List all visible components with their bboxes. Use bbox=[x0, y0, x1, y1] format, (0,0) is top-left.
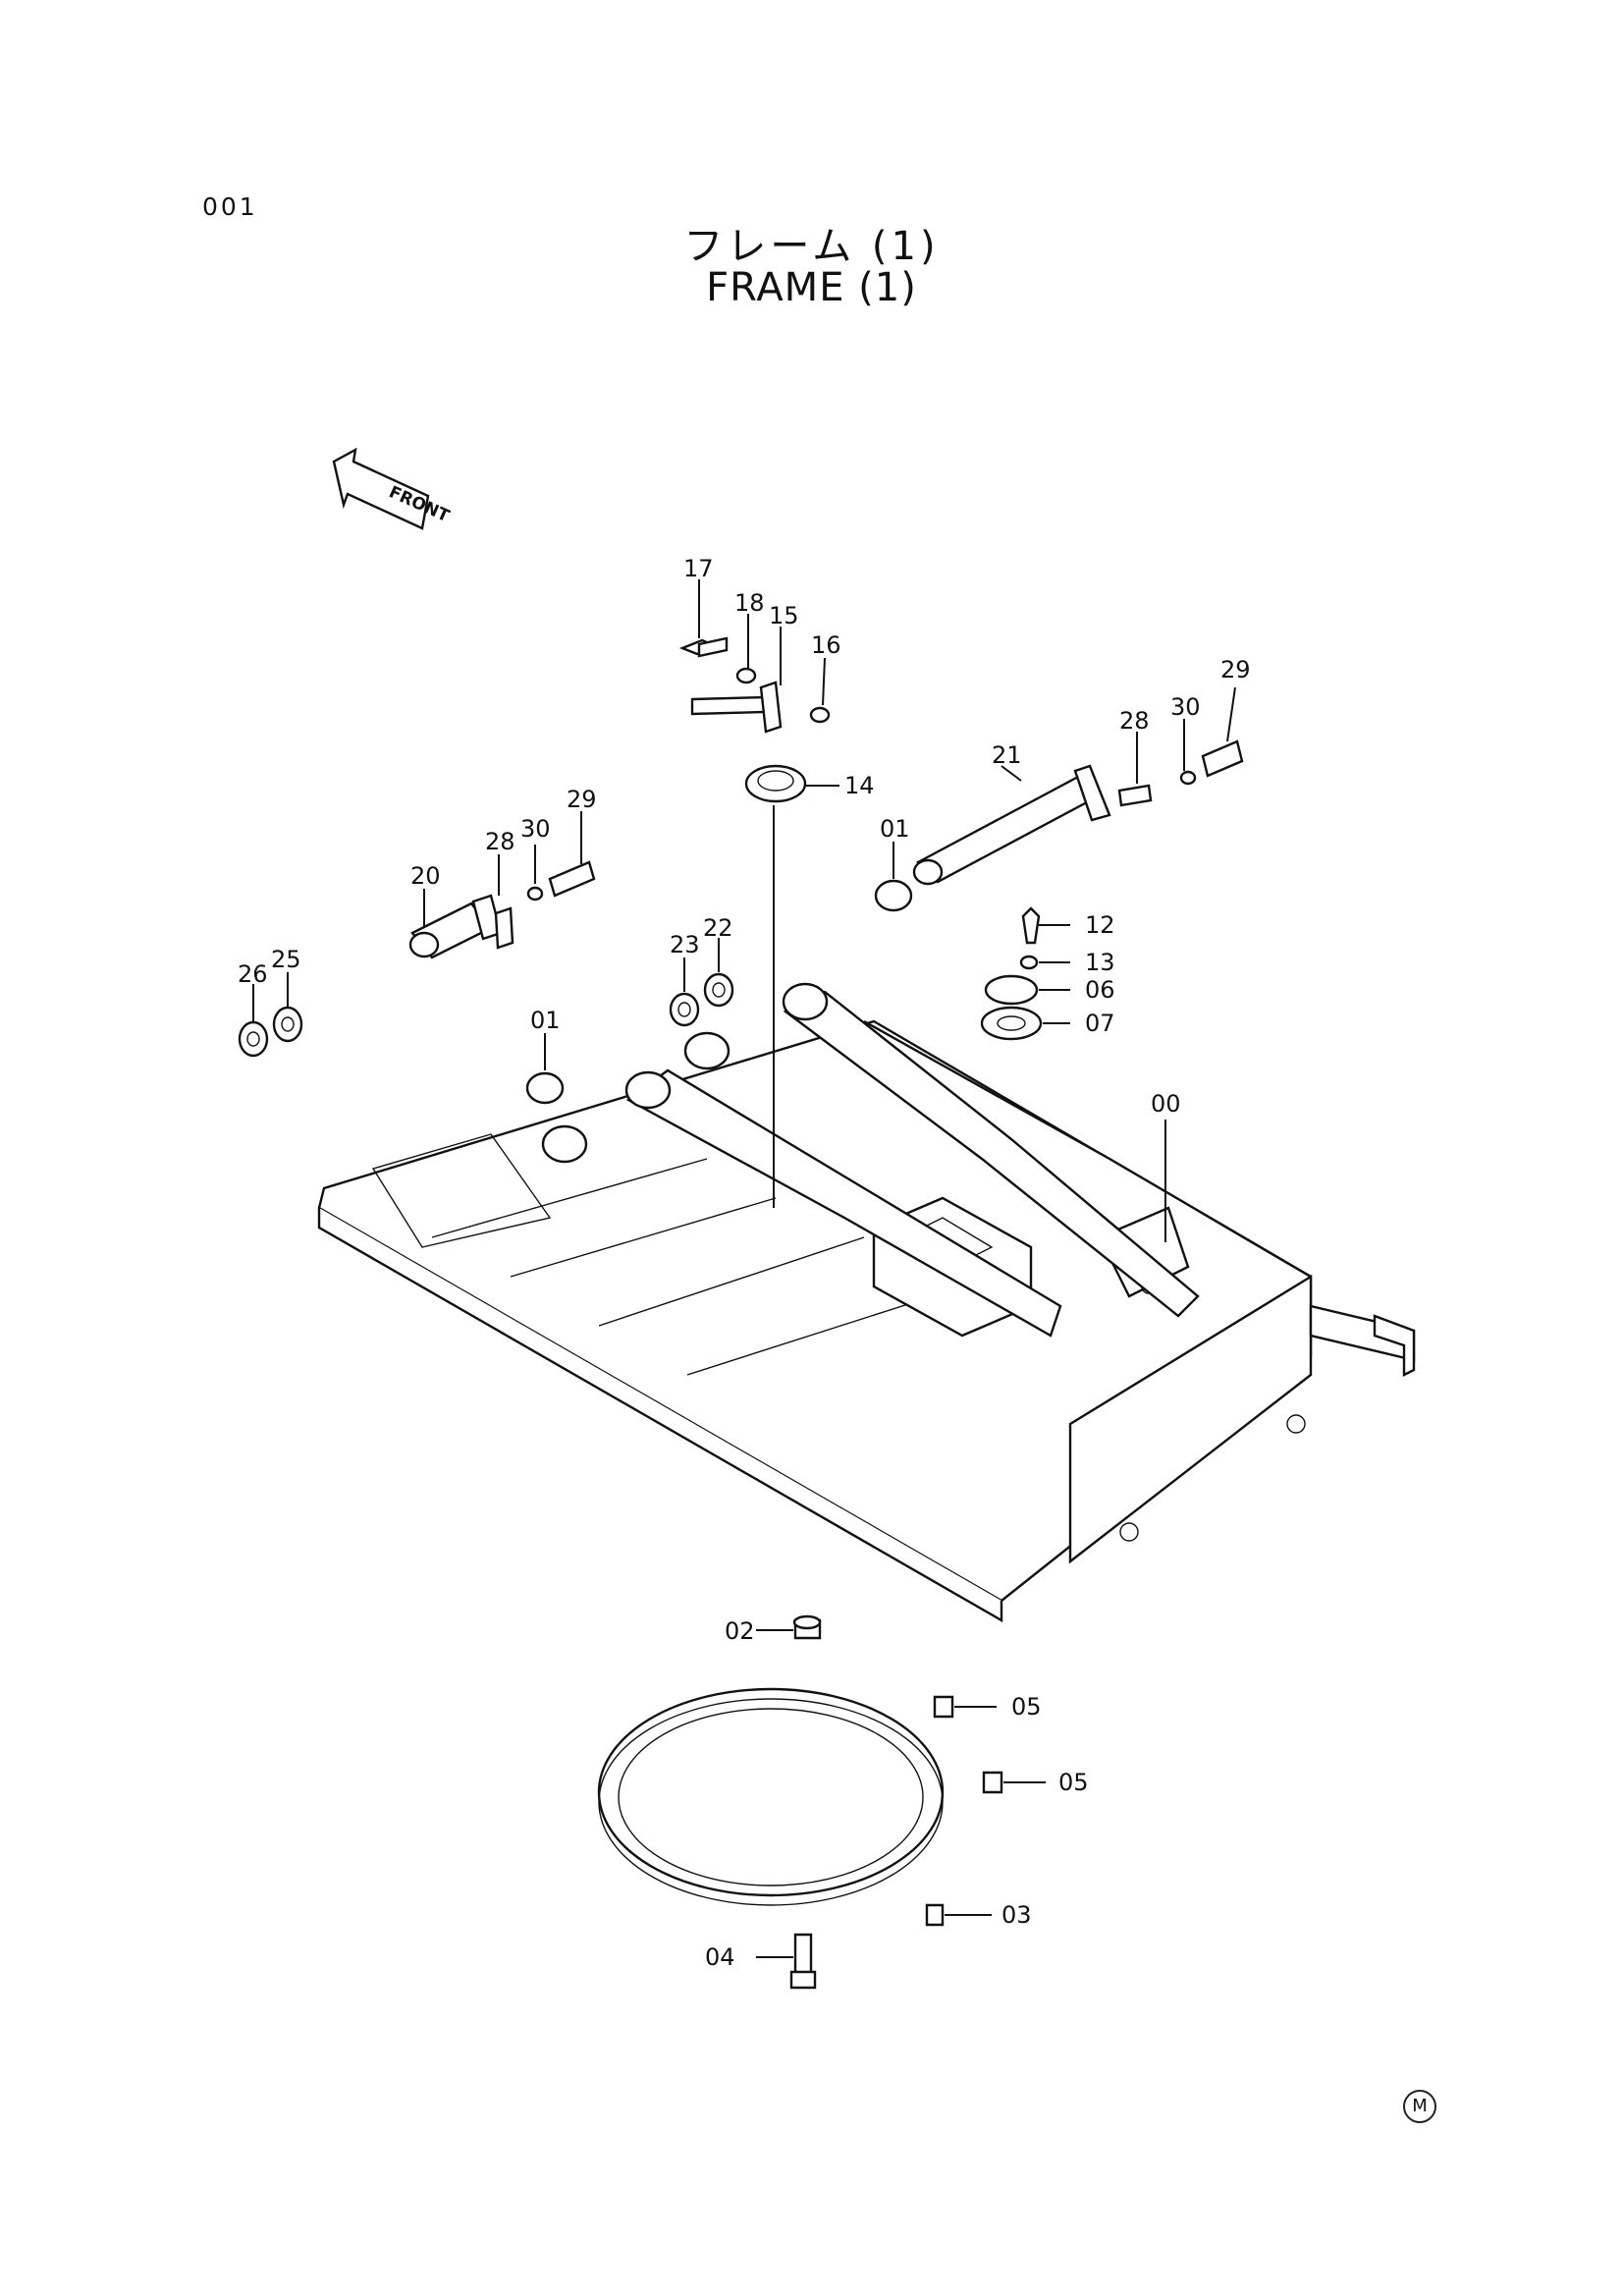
callout-18: 18 bbox=[734, 589, 765, 617]
callout-01-right: 01 bbox=[880, 815, 910, 843]
upper-hardware-cluster bbox=[678, 636, 831, 1208]
callout-29-left: 29 bbox=[567, 786, 597, 813]
page-code: 001 bbox=[202, 192, 258, 221]
callout-28-left: 28 bbox=[485, 828, 515, 855]
title-english: FRAME (1) bbox=[706, 265, 917, 310]
title-japanese: フレーム (1) bbox=[683, 224, 940, 269]
callout-20: 20 bbox=[410, 862, 441, 890]
callout-06: 06 bbox=[1085, 976, 1115, 1004]
callout-15: 15 bbox=[769, 602, 799, 629]
front-arrow-icon: FRONT bbox=[332, 447, 453, 530]
callout-25: 25 bbox=[271, 946, 301, 973]
callout-00: 00 bbox=[1151, 1090, 1181, 1118]
pin-21-assembly bbox=[874, 739, 1244, 912]
boom-brackets bbox=[541, 982, 1200, 1338]
corner-mark: M bbox=[1403, 2090, 1436, 2123]
callout-28-right: 28 bbox=[1119, 707, 1150, 735]
callout-04: 04 bbox=[705, 1943, 735, 1971]
callout-30-left: 30 bbox=[520, 815, 551, 843]
callout-23: 23 bbox=[670, 931, 700, 958]
callout-12: 12 bbox=[1085, 911, 1115, 939]
callout-05-lower: 05 bbox=[1058, 1769, 1089, 1796]
callout-05-upper: 05 bbox=[1011, 1693, 1042, 1721]
callout-22: 22 bbox=[703, 914, 733, 942]
swing-bearing-ring bbox=[597, 1614, 1003, 1990]
callout-29-right: 29 bbox=[1220, 656, 1251, 683]
callout-30-right: 30 bbox=[1170, 693, 1201, 721]
washers bbox=[238, 972, 734, 1058]
cover-plates bbox=[980, 906, 1043, 1041]
leader-lines bbox=[252, 579, 1236, 1958]
callout-07: 07 bbox=[1085, 1010, 1115, 1037]
callout-21: 21 bbox=[992, 741, 1022, 769]
callout-labels: 17 18 15 16 14 21 28 30 29 01 12 13 06 0… bbox=[238, 555, 1251, 1971]
main-frame bbox=[317, 1019, 1416, 1623]
callout-13: 13 bbox=[1085, 949, 1115, 976]
callout-26: 26 bbox=[238, 960, 268, 988]
callout-01-left: 01 bbox=[530, 1007, 561, 1034]
callout-16: 16 bbox=[811, 631, 841, 659]
callout-02: 02 bbox=[725, 1617, 755, 1645]
callout-17: 17 bbox=[683, 555, 714, 582]
pin-20-assembly bbox=[408, 860, 596, 1105]
callout-14: 14 bbox=[844, 772, 875, 799]
callout-03: 03 bbox=[1001, 1901, 1032, 1929]
